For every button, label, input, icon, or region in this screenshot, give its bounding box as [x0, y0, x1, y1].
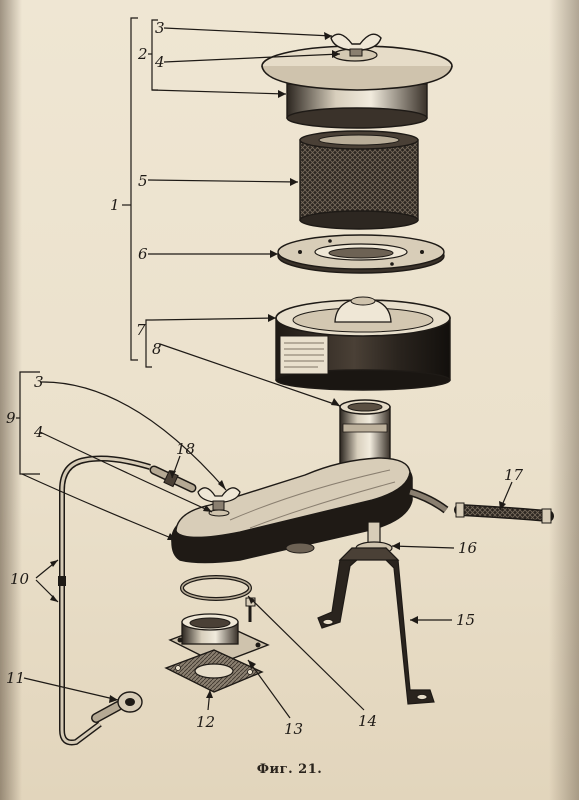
plate-ring — [277, 234, 445, 274]
callout-10: 10 — [10, 570, 30, 588]
bracket-right-leg — [379, 547, 435, 705]
leader-5 — [147, 179, 299, 183]
callout-7: 7 — [136, 321, 146, 339]
leader-11 — [23, 677, 119, 701]
callout-11: 11 — [6, 669, 25, 687]
washer-body — [208, 509, 230, 517]
rod-nut — [117, 691, 143, 713]
callout-5: 5 — [138, 172, 148, 190]
control-rod — [58, 455, 151, 746]
callout-9: 9 — [6, 409, 16, 427]
callout-2: 2 — [137, 45, 148, 63]
flange-gasket — [164, 649, 264, 693]
callout-13: 13 — [284, 720, 303, 738]
arrowheads — [50, 32, 506, 703]
figure-caption: Фиг. 21. — [256, 762, 323, 777]
cover-lid-rim — [261, 65, 453, 91]
callout-6: 6 — [138, 245, 148, 263]
breather-hose — [454, 502, 554, 524]
leader-4-top — [163, 53, 341, 63]
leader-2-cover — [151, 89, 287, 95]
callout-17: 17 — [504, 466, 524, 484]
callout-labels: 1 2 3 4 5 6 7 8 3 9 4 10 11 12 13 14 15 … — [6, 19, 524, 738]
leader-14 — [247, 595, 365, 711]
callout-8: 8 — [152, 340, 162, 358]
intake-body — [171, 457, 449, 564]
leader-7 — [151, 317, 277, 321]
leader-4-mid — [39, 431, 213, 513]
cover-assembly — [261, 33, 453, 129]
wing-nut-top — [330, 33, 382, 57]
leader-3-top — [163, 27, 333, 37]
callout-1: 1 — [110, 196, 120, 214]
bracket-group-78 — [145, 319, 152, 368]
cover-skirt-bottom — [286, 107, 428, 129]
leader-lines — [16, 17, 513, 719]
callout-14: 14 — [358, 712, 377, 730]
filter-housing — [275, 296, 451, 391]
leader-9-body — [21, 473, 177, 541]
leader-3-mid — [39, 381, 227, 491]
page-edge-shadow — [0, 0, 22, 800]
bracket-assembly — [317, 521, 435, 705]
flange-adapter — [168, 597, 270, 665]
callout-4-top: 4 — [154, 53, 165, 71]
callout-3-top: 3 — [155, 19, 165, 37]
callout-3-mid: 3 — [34, 373, 44, 391]
page-edge-shadow — [549, 0, 579, 800]
callout-16: 16 — [458, 539, 478, 557]
leader-8 — [159, 343, 341, 407]
filter-element — [299, 130, 419, 230]
wing-nut-body — [197, 487, 241, 517]
callout-12: 12 — [196, 713, 215, 731]
callout-18: 18 — [176, 440, 195, 458]
bracket-group-9 — [19, 371, 40, 475]
leader-13 — [247, 659, 291, 719]
callout-4-mid: 4 — [33, 423, 44, 441]
rod-end-fitting — [91, 701, 123, 723]
bracket-group-1 — [130, 17, 138, 361]
leader-16 — [391, 545, 455, 549]
callout-15: 15 — [456, 611, 475, 629]
